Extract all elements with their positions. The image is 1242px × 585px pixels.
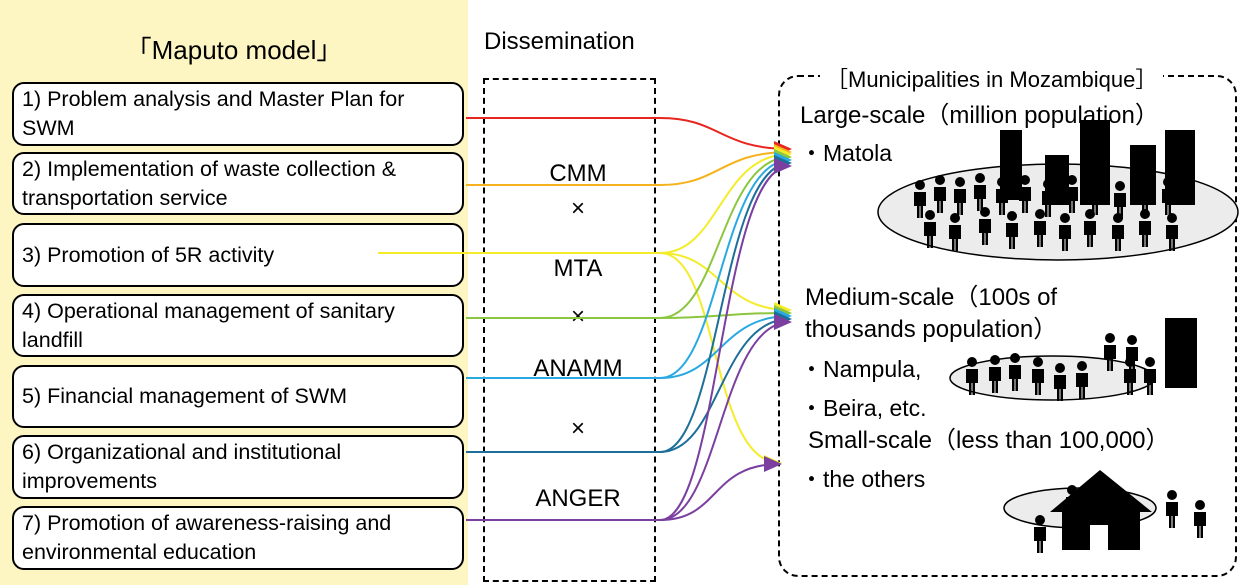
- arrow-item-7-to-small: [466, 456, 782, 521]
- large-scale-label: Large-scale（million population）: [800, 102, 1159, 129]
- small-scale-cities: ・the others: [800, 466, 926, 492]
- org-separator-1: ×: [570, 195, 585, 222]
- arrow-item-7-to-medium: [466, 314, 792, 521]
- house-icon: [1050, 470, 1152, 550]
- model-item-3: 3) Promotion of 5R activity: [12, 223, 464, 287]
- medium-scale-label-line1: Medium-scale（100s of: [805, 284, 1058, 311]
- arrow-item-1-to-large: [466, 117, 792, 157]
- large-scale-cities: ・Matola: [800, 140, 893, 166]
- arrow-item-6-to-large: [466, 155, 792, 453]
- arrow-item-3-to-large: [378, 146, 792, 254]
- arrow-item-4-to-large: [466, 149, 792, 319]
- small-scale-label: Small-scale（less than 100,000）: [808, 427, 1170, 454]
- maputo-model-title: 「Maputo model」: [125, 35, 343, 65]
- medium-scale-city-2: ・Beira, etc.: [800, 395, 927, 421]
- building-icon: [1165, 318, 1197, 388]
- arrow-item-7-to-large: [466, 158, 792, 521]
- municipalities-title: ［Municipalities in Mozambique］: [820, 62, 1164, 94]
- arrow-item-3-to-small: [378, 252, 782, 471]
- arrow-item-5-to-medium: [466, 308, 792, 379]
- model-item-2: 2) Implementation of waste collection & …: [12, 152, 464, 215]
- dissemination-box: [483, 78, 656, 582]
- medium-scale-city-1: ・Nampula,: [800, 356, 922, 382]
- model-item-5: 5) Financial management of SWM: [12, 365, 464, 428]
- org-mta: MTA: [553, 255, 603, 282]
- dissemination-title: Dissemination: [484, 28, 635, 55]
- medium-scale-label-line2: thousands population）: [805, 316, 1058, 343]
- model-item-1: 1) Problem analysis and Master Plan for …: [12, 82, 464, 146]
- org-anger: ANGER: [535, 485, 621, 512]
- model-item-7: 7) Promotion of awareness-raising and en…: [12, 506, 464, 570]
- model-item-6: 6) Organizational and institutional impr…: [12, 435, 464, 499]
- arrow-item-2-to-large: [466, 144, 792, 186]
- arrow-item-4-to-medium: [466, 305, 792, 322]
- arrow-item-5-to-large: [466, 152, 792, 379]
- org-cmm: CMM: [549, 160, 607, 187]
- model-item-4: 4) Operational management of sanitary la…: [12, 294, 464, 357]
- org-separator-2: ×: [570, 303, 585, 330]
- building-icon: [1000, 120, 1195, 205]
- org-separator-3: ×: [570, 415, 585, 442]
- arrow-item-6-to-medium: [466, 311, 792, 453]
